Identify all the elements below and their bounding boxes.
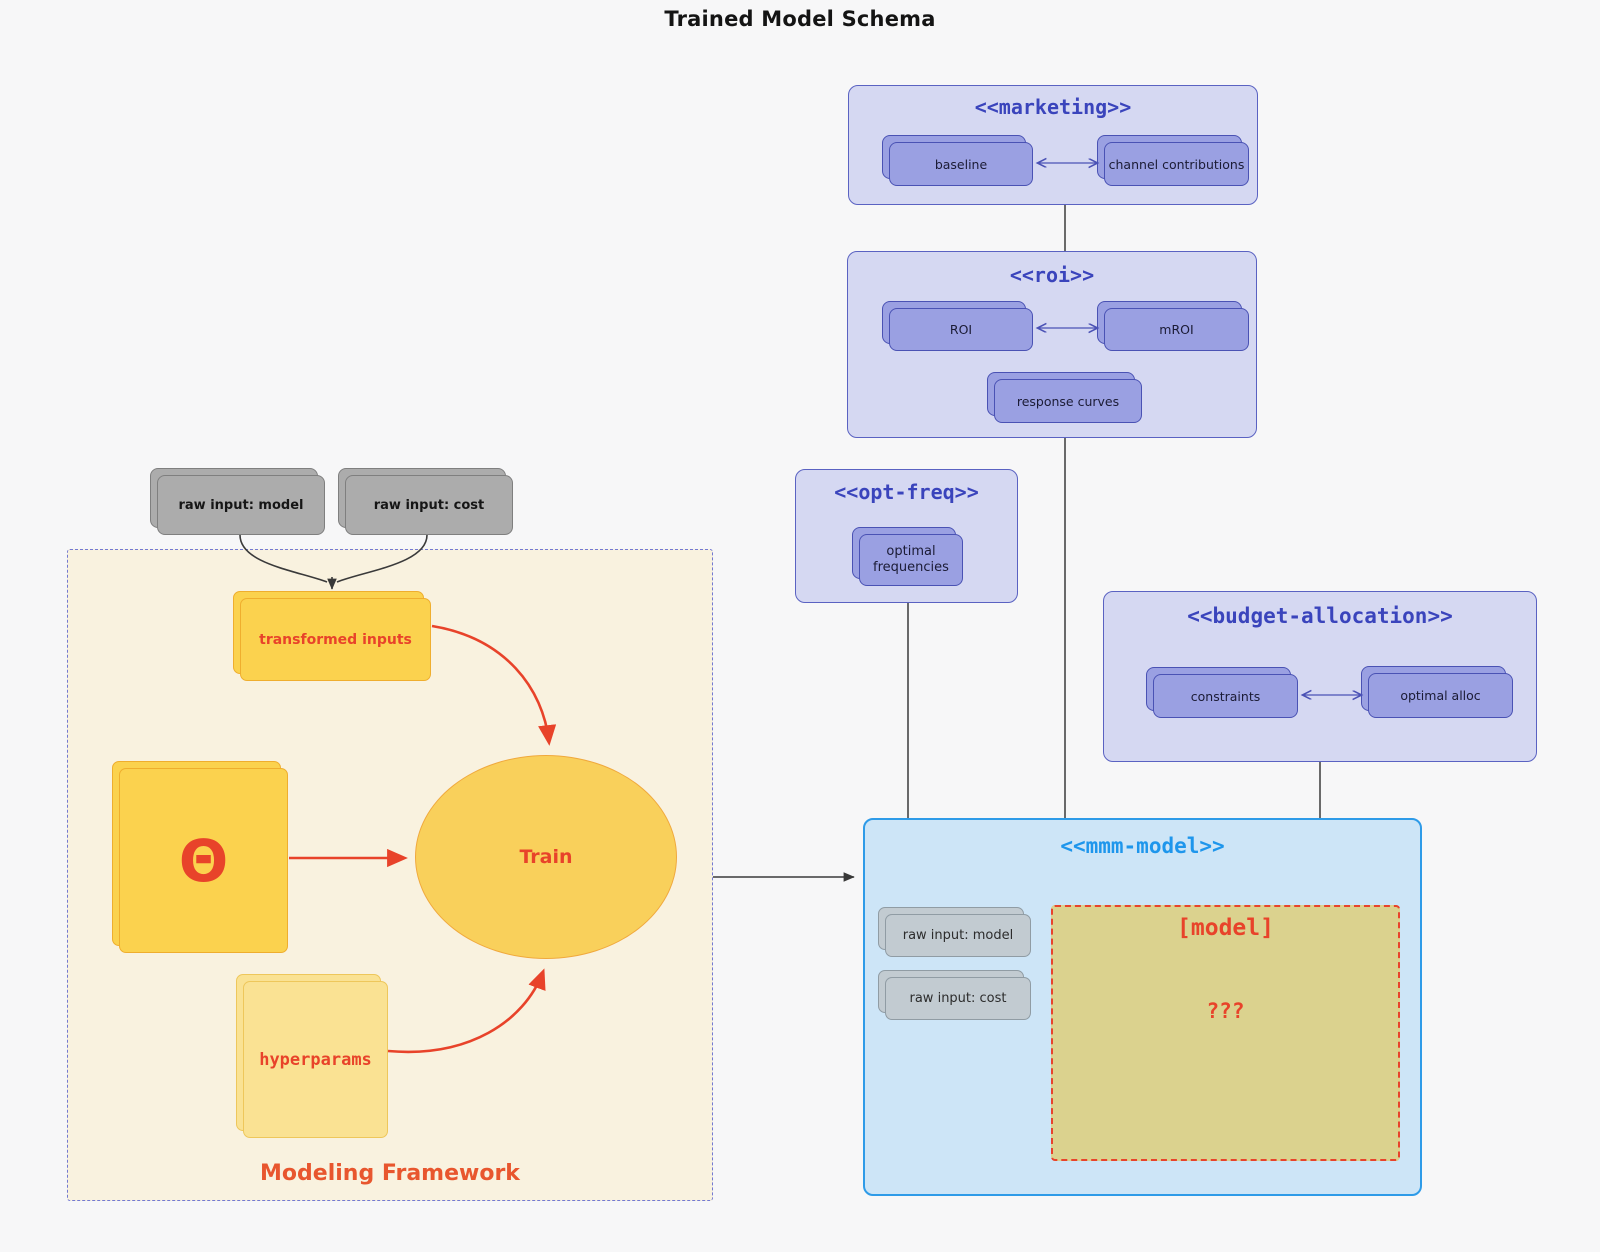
constraints-label: constraints: [1190, 688, 1261, 704]
mmm-raw-input-cost-label: raw input: cost: [909, 991, 1007, 1006]
roi-label: ROI: [949, 322, 973, 337]
node-response-curves: response curves: [987, 372, 1142, 423]
model-placeholder-box: [model] ???: [1051, 905, 1400, 1161]
budget-allocation-container: <<budget-allocation>> constraints optima…: [1103, 591, 1537, 762]
diagram-title: Trained Model Schema: [664, 7, 936, 31]
theta-label: Θ: [178, 826, 229, 895]
marketing-title: <<marketing>>: [974, 95, 1132, 119]
transformed-inputs-label: transformed inputs: [259, 631, 412, 648]
baseline-label: baseline: [934, 156, 988, 172]
node-raw-input-model: raw input: model: [150, 468, 325, 535]
response-curves-label: response curves: [1016, 393, 1120, 409]
node-train: Train: [415, 755, 677, 959]
marketing-container: <<marketing>> baseline channel contribut…: [848, 85, 1258, 205]
node-hyperparams: hyperparams: [236, 974, 388, 1138]
roi-container: <<roi>> ROI mROI response curves: [847, 251, 1257, 438]
node-mroi: mROI: [1097, 301, 1249, 351]
raw-input-model-label: raw input: model: [178, 497, 304, 513]
mroi-label: mROI: [1159, 322, 1194, 337]
opt-freq-container: <<opt-freq>> optimal frequencies: [795, 469, 1018, 603]
model-unknown-label: ???: [1206, 999, 1245, 1023]
hyperparams-label: hyperparams: [259, 1049, 372, 1070]
train-label: Train: [519, 846, 573, 868]
model-placeholder-label: [model]: [1177, 915, 1274, 941]
node-roi: ROI: [882, 301, 1033, 351]
node-theta: Θ: [112, 761, 288, 953]
node-constraints: constraints: [1146, 667, 1298, 718]
optimal-frequencies-label: optimal frequencies: [873, 543, 949, 575]
node-mmm-raw-input-cost: raw input: cost: [878, 970, 1031, 1020]
opt-freq-title: <<opt-freq>>: [834, 480, 979, 504]
node-raw-input-cost: raw input: cost: [338, 468, 513, 535]
mmm-model-title: <<mmm-model>>: [1060, 834, 1225, 858]
roi-title: <<roi>>: [1009, 263, 1095, 287]
modeling-framework-label: Modeling Framework: [260, 1161, 520, 1186]
node-optimal-alloc: optimal alloc: [1361, 666, 1513, 718]
mmm-raw-input-model-label: raw input: model: [902, 928, 1014, 943]
node-channel-contributions: channel contributions: [1097, 135, 1249, 186]
node-mmm-raw-input-model: raw input: model: [878, 907, 1031, 957]
node-baseline: baseline: [882, 135, 1033, 186]
channel-contributions-label: channel contributions: [1108, 156, 1245, 172]
node-optimal-frequencies: optimal frequencies: [852, 527, 963, 586]
mmm-model-container: <<mmm-model>> raw input: model raw input…: [863, 818, 1422, 1196]
raw-input-cost-label: raw input: cost: [373, 497, 485, 513]
budget-allocation-title: <<budget-allocation>>: [1187, 604, 1453, 628]
node-transformed-inputs: transformed inputs: [233, 591, 431, 681]
optimal-alloc-label: optimal alloc: [1400, 688, 1481, 703]
